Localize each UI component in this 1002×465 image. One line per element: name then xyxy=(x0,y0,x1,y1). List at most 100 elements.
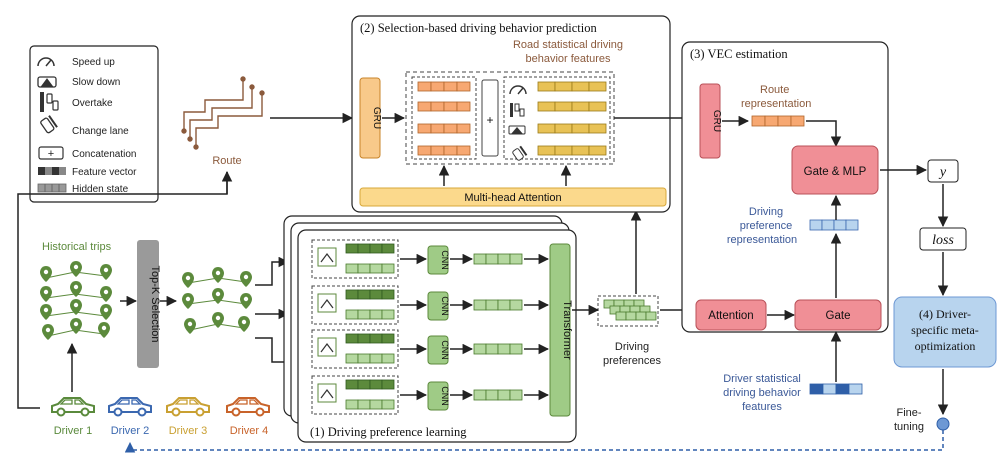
transformer-box xyxy=(549,243,571,417)
route-representation-vector xyxy=(751,115,805,127)
legend-label: Speed up xyxy=(72,57,115,68)
feature-cell xyxy=(345,399,359,410)
gate-mlp-box xyxy=(791,145,879,195)
hidden-state-cell xyxy=(443,101,458,112)
topk-selection-box xyxy=(137,240,159,368)
feature-cell xyxy=(571,123,590,134)
feature-cell xyxy=(357,333,371,344)
feature-group-box xyxy=(311,285,399,325)
hidden-state-cell xyxy=(417,81,432,92)
feature-cell xyxy=(537,123,556,134)
transformer-label: Transformer xyxy=(561,300,573,360)
feature-cell xyxy=(369,243,383,254)
pref-representation-label: representation xyxy=(727,234,797,246)
driver-label: Driver 3 xyxy=(169,425,208,437)
feature-cell xyxy=(369,263,383,274)
overtake-icon xyxy=(40,92,59,112)
hidden-state-cell xyxy=(473,389,487,401)
plus-box-icon: + xyxy=(38,146,64,160)
road-slowdown-icon xyxy=(508,125,526,135)
feature-cell xyxy=(345,289,359,300)
loss-box xyxy=(919,227,967,251)
driver-features-label: driving behavior xyxy=(723,387,801,399)
attention-label: Attention xyxy=(708,310,753,322)
driver-feature-cell xyxy=(848,383,863,395)
feature-cell xyxy=(345,353,359,364)
cnn-box xyxy=(427,291,449,321)
hidden-state-cell xyxy=(456,145,471,156)
legend-label: Hidden state xyxy=(72,184,129,195)
module-3-gru-box xyxy=(699,83,721,159)
slowdown-icon xyxy=(37,76,57,88)
module-3-gru-label: GRU xyxy=(711,110,722,132)
feature-cell xyxy=(381,379,395,390)
road-features-label: behavior features xyxy=(526,53,611,65)
cnn-box xyxy=(427,335,449,365)
hidden-state-cell xyxy=(473,253,487,265)
hidden-state-cell xyxy=(430,101,445,112)
feature-cell xyxy=(357,243,371,254)
legend-label: Concatenation xyxy=(72,149,137,160)
hidden-state-cell xyxy=(456,123,471,134)
driving-preferences-icon xyxy=(597,295,659,327)
hidden-state-cell xyxy=(497,389,511,401)
feature-cell xyxy=(554,123,573,134)
pref-rep-cell xyxy=(809,219,823,231)
feature-cell xyxy=(345,243,359,254)
hidden-state-cell xyxy=(417,145,432,156)
loss-label: loss xyxy=(932,233,954,248)
finetune-node xyxy=(936,417,950,431)
feature-cell xyxy=(357,399,371,410)
feature-cell xyxy=(537,101,556,112)
preference-cell xyxy=(635,311,647,321)
feature-cell xyxy=(571,145,590,156)
feature-cell xyxy=(554,81,573,92)
feature-cell xyxy=(369,333,383,344)
pref-rep-cell xyxy=(845,219,859,231)
overtake-icon xyxy=(317,293,337,313)
hidden-state-cell xyxy=(443,123,458,134)
feature-cell xyxy=(537,145,556,156)
hidden-state-cell xyxy=(497,253,511,265)
feature-cell xyxy=(588,145,607,156)
feature-cell xyxy=(381,333,395,344)
hidden-state-cell xyxy=(497,299,511,311)
change-lane-icon xyxy=(317,383,337,403)
svg-text:+: + xyxy=(48,148,54,160)
driver-features-label: Driver statistical xyxy=(723,373,801,385)
feature-cell xyxy=(369,399,383,410)
hidden-state-cell xyxy=(485,253,499,265)
pref-rep-cell xyxy=(821,219,835,231)
driver-2-car-icon xyxy=(108,397,152,417)
feature-vector-icon xyxy=(38,167,66,175)
cnn-label: CNN xyxy=(440,386,450,406)
road-overtake-icon xyxy=(510,103,525,117)
concat-plus: + xyxy=(486,113,493,127)
legend-label: Change lane xyxy=(72,126,129,137)
feature-group-box xyxy=(311,329,399,369)
gate-box xyxy=(794,299,882,331)
feature-cell xyxy=(588,123,607,134)
multihead-attention-box xyxy=(359,187,667,207)
route-representation-label: Route xyxy=(760,84,789,96)
driver-feature-cell xyxy=(822,383,837,395)
driving-preferences-label: Driving xyxy=(615,341,649,353)
driver-features-vector xyxy=(809,383,863,395)
hidden-state-cell xyxy=(443,81,458,92)
feature-cell xyxy=(588,81,607,92)
module-2-title: (2) Selection-based driving behavior pre… xyxy=(360,21,597,35)
feature-cell xyxy=(369,379,383,390)
feature-cell xyxy=(357,379,371,390)
pref-representation-label: Driving xyxy=(749,206,783,218)
feature-cell xyxy=(554,101,573,112)
feature-cell xyxy=(537,81,556,92)
hidden-state-cell xyxy=(485,343,499,355)
feature-cell xyxy=(571,101,590,112)
pref-representation-vector xyxy=(809,219,859,231)
historical-trips-map xyxy=(40,261,112,340)
hidden-state-cell xyxy=(456,101,471,112)
feature-cell xyxy=(369,353,383,364)
feature-cell xyxy=(381,399,395,410)
